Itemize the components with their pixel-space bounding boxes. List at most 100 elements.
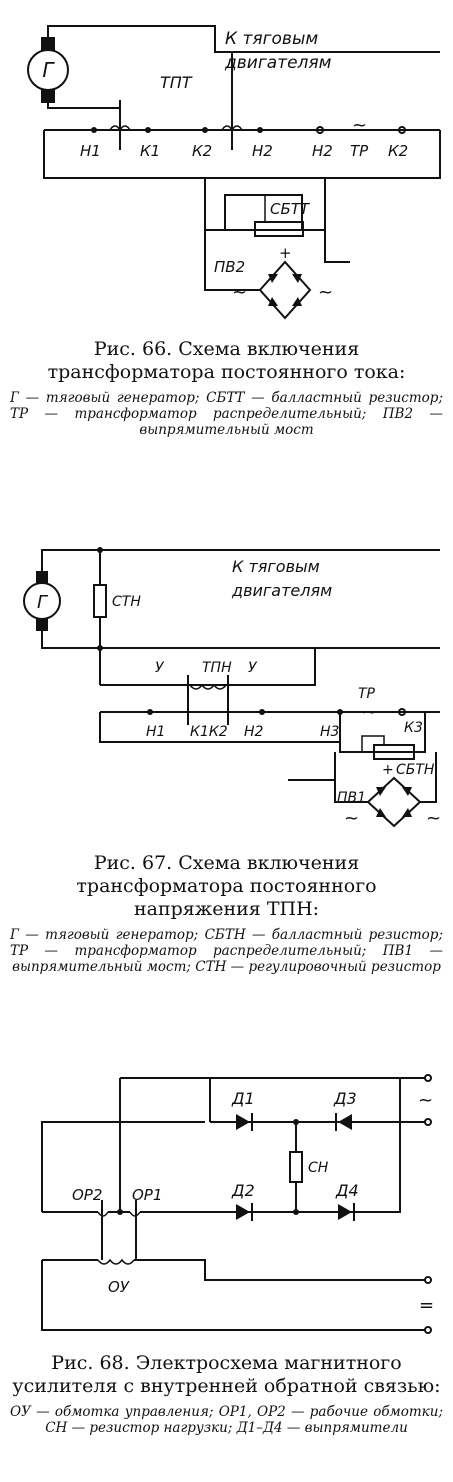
fig68-label-oy: ОУ: [108, 1278, 130, 1296]
fig66-bridge-left-wire: [204, 230, 260, 291]
fig66-bridge-right-wire: [324, 230, 350, 263]
fig67-label-stn: СТН: [112, 594, 141, 610]
fig67-to-motors-line2: двигателям: [231, 581, 332, 600]
fig67-bridge: [366, 776, 422, 828]
fig67-label-y-left: У: [155, 660, 165, 676]
fig68-diode-d1: [236, 1114, 250, 1130]
fig67-label-tilde: ~: [362, 702, 377, 723]
fig68-diode-d2: [236, 1204, 250, 1220]
fig66-transformer-label: ТПТ: [160, 73, 193, 92]
fig67-schematic: Г СТН К тяговым двигателям У ТПН У Н1 К1…: [23, 547, 441, 829]
fig66-coil2: [221, 125, 243, 132]
fig68-control-right: [134, 1259, 425, 1281]
fig66-caption-legend: Г — тяговый генератор; СБТТ — балластный…: [10, 390, 443, 438]
fig67-generator-label: Г: [37, 592, 49, 613]
fig66-diode-4: [292, 297, 302, 306]
fig66-label-bridge: ПВ2: [214, 258, 245, 276]
fig66-loop-wire: [43, 130, 441, 179]
fig66-node-k2: [202, 127, 208, 133]
fig67-node-k3: [398, 708, 406, 716]
fig68-label-d2: Д2: [231, 1181, 255, 1200]
fig66-label-h1: Н1: [80, 142, 101, 160]
fig68-terminal-ac-bottom: [424, 1118, 432, 1126]
fig66-schematic: Г К тяговым двигателям ТПТ Н1 К1 К2 Н2 Н…: [27, 25, 441, 320]
fig68-node-ch-top: [293, 1119, 299, 1125]
fig66-generator-brush-bottom: [41, 89, 55, 103]
fig66-node-k1: [145, 127, 151, 133]
fig66-label-k1: К1: [140, 142, 160, 160]
fig66-bridge: [258, 260, 312, 320]
fig66-label-k2b: К2: [388, 142, 408, 160]
fig67-caption-legend: Г — тяговый генератор; СБТН — балластный…: [10, 927, 443, 975]
fig67-label-h3: Н3: [320, 724, 339, 740]
fig67-label-ballast: СБТН: [396, 762, 435, 778]
fig66-label-tilde: ~: [352, 115, 367, 136]
fig67-node-h2: [259, 709, 265, 715]
fig68-label-d1: Д1: [231, 1089, 255, 1108]
fig66-label-ac-left: ~: [232, 282, 247, 303]
fig67-control-wire: [100, 648, 316, 686]
fig66-caption-title: Рис. 66. Схема включения трансформатора …: [47, 338, 406, 383]
fig68-schematic: ~ Д1 Д3 СН Д2 Д4 ОР2 ОР1: [41, 1074, 434, 1334]
fig67-diode-4: [402, 808, 412, 817]
fig66-to-motors-line1: К тяговым: [225, 29, 318, 49]
fig68-caption-legend: ОУ — обмотка управления; ОР1, ОР2 — рабо…: [10, 1404, 443, 1436]
fig66-label-ac-right: ~: [318, 282, 333, 303]
fig67-label-h1: Н1: [146, 724, 165, 740]
fig66-node-h2a: [257, 127, 263, 133]
fig67-generator-brush-top: [36, 571, 48, 583]
fig67-label-h2: Н2: [244, 724, 264, 740]
fig67-stn-resistor: [93, 584, 107, 618]
fig67-diode-2: [402, 787, 412, 796]
figure-67: Г СТН К тяговым двигателям У ТПН У Н1 К1…: [0, 540, 453, 975]
fig68-lower-rail: [140, 1122, 401, 1213]
fig66-label-ballast: СБТТ: [270, 200, 311, 218]
fig68-label-op1: ОР1: [132, 1186, 162, 1204]
fig68-label-ac: ~: [418, 1090, 433, 1111]
fig67-label-transformer: ТПН: [202, 660, 232, 676]
fig67-bridge-right-wire: [420, 752, 437, 803]
fig68-terminal-ac-top: [424, 1074, 432, 1082]
fig67-label-ac-left: ~: [344, 808, 359, 829]
fig67-node-bottom: [97, 645, 103, 651]
fig66-gen-to-core1: [47, 102, 121, 118]
fig66-label-h2a: Н2: [252, 142, 273, 160]
fig68-label-d4: Д4: [335, 1181, 359, 1200]
fig68-diode-d4: [338, 1204, 352, 1220]
fig68-left-loop: [41, 1121, 205, 1212]
fig67-top-wire: [41, 549, 440, 572]
fig66-node-k2b: [398, 126, 406, 134]
fig67-ballast-resistor: [373, 744, 415, 760]
fig67-generator-brush-bottom: [36, 619, 48, 631]
fig68-load-resistor: [289, 1151, 303, 1183]
fig67-diode-1: [376, 787, 386, 796]
fig67-label-ac-right: ~: [426, 808, 441, 829]
fig66-diode-2: [292, 274, 302, 283]
fig66-branch-wire: [204, 178, 326, 231]
fig68-caption-title: Рис. 68. Электросхема магнитного усилите…: [12, 1352, 441, 1397]
fig67-main-loop: [99, 712, 340, 743]
fig67-label-k1k2: К1К2: [190, 724, 228, 740]
fig66-label-k2: К2: [192, 142, 212, 160]
fig67-bridge-left-wire: [334, 752, 368, 803]
fig68-terminal-dc-bottom: [424, 1326, 432, 1334]
fig68-terminal-dc-top: [424, 1276, 432, 1284]
fig68-label-op2: ОР2: [72, 1186, 102, 1204]
fig67-bottom-wire: [41, 630, 440, 649]
fig66-generator-label: Г: [42, 58, 55, 82]
fig67-label-tr: ТР: [358, 686, 376, 702]
fig66-diode-1: [268, 274, 278, 283]
figure-68: ~ Д1 Д3 СН Д2 Д4 ОР2 ОР1: [0, 1060, 453, 1436]
fig66-diode-3: [268, 297, 278, 306]
fig66-label-plus: +: [279, 244, 292, 262]
fig66-generator-brush-top: [41, 37, 55, 51]
fig67-node-h1: [147, 709, 153, 715]
fig66-top-wire: [47, 25, 440, 53]
fig67-diode-3: [376, 808, 386, 817]
fig66-label-h2b: Н2: [312, 142, 333, 160]
fig66-to-motors-line2: двигателям: [224, 53, 332, 73]
fig67-to-motors-line1: К тяговым: [232, 557, 320, 576]
fig67-ballast-wire: [339, 712, 426, 753]
fig68-caption: Рис. 68. Электросхема магнитного усилите…: [10, 1352, 443, 1436]
fig66-node-h2b: [316, 126, 324, 134]
